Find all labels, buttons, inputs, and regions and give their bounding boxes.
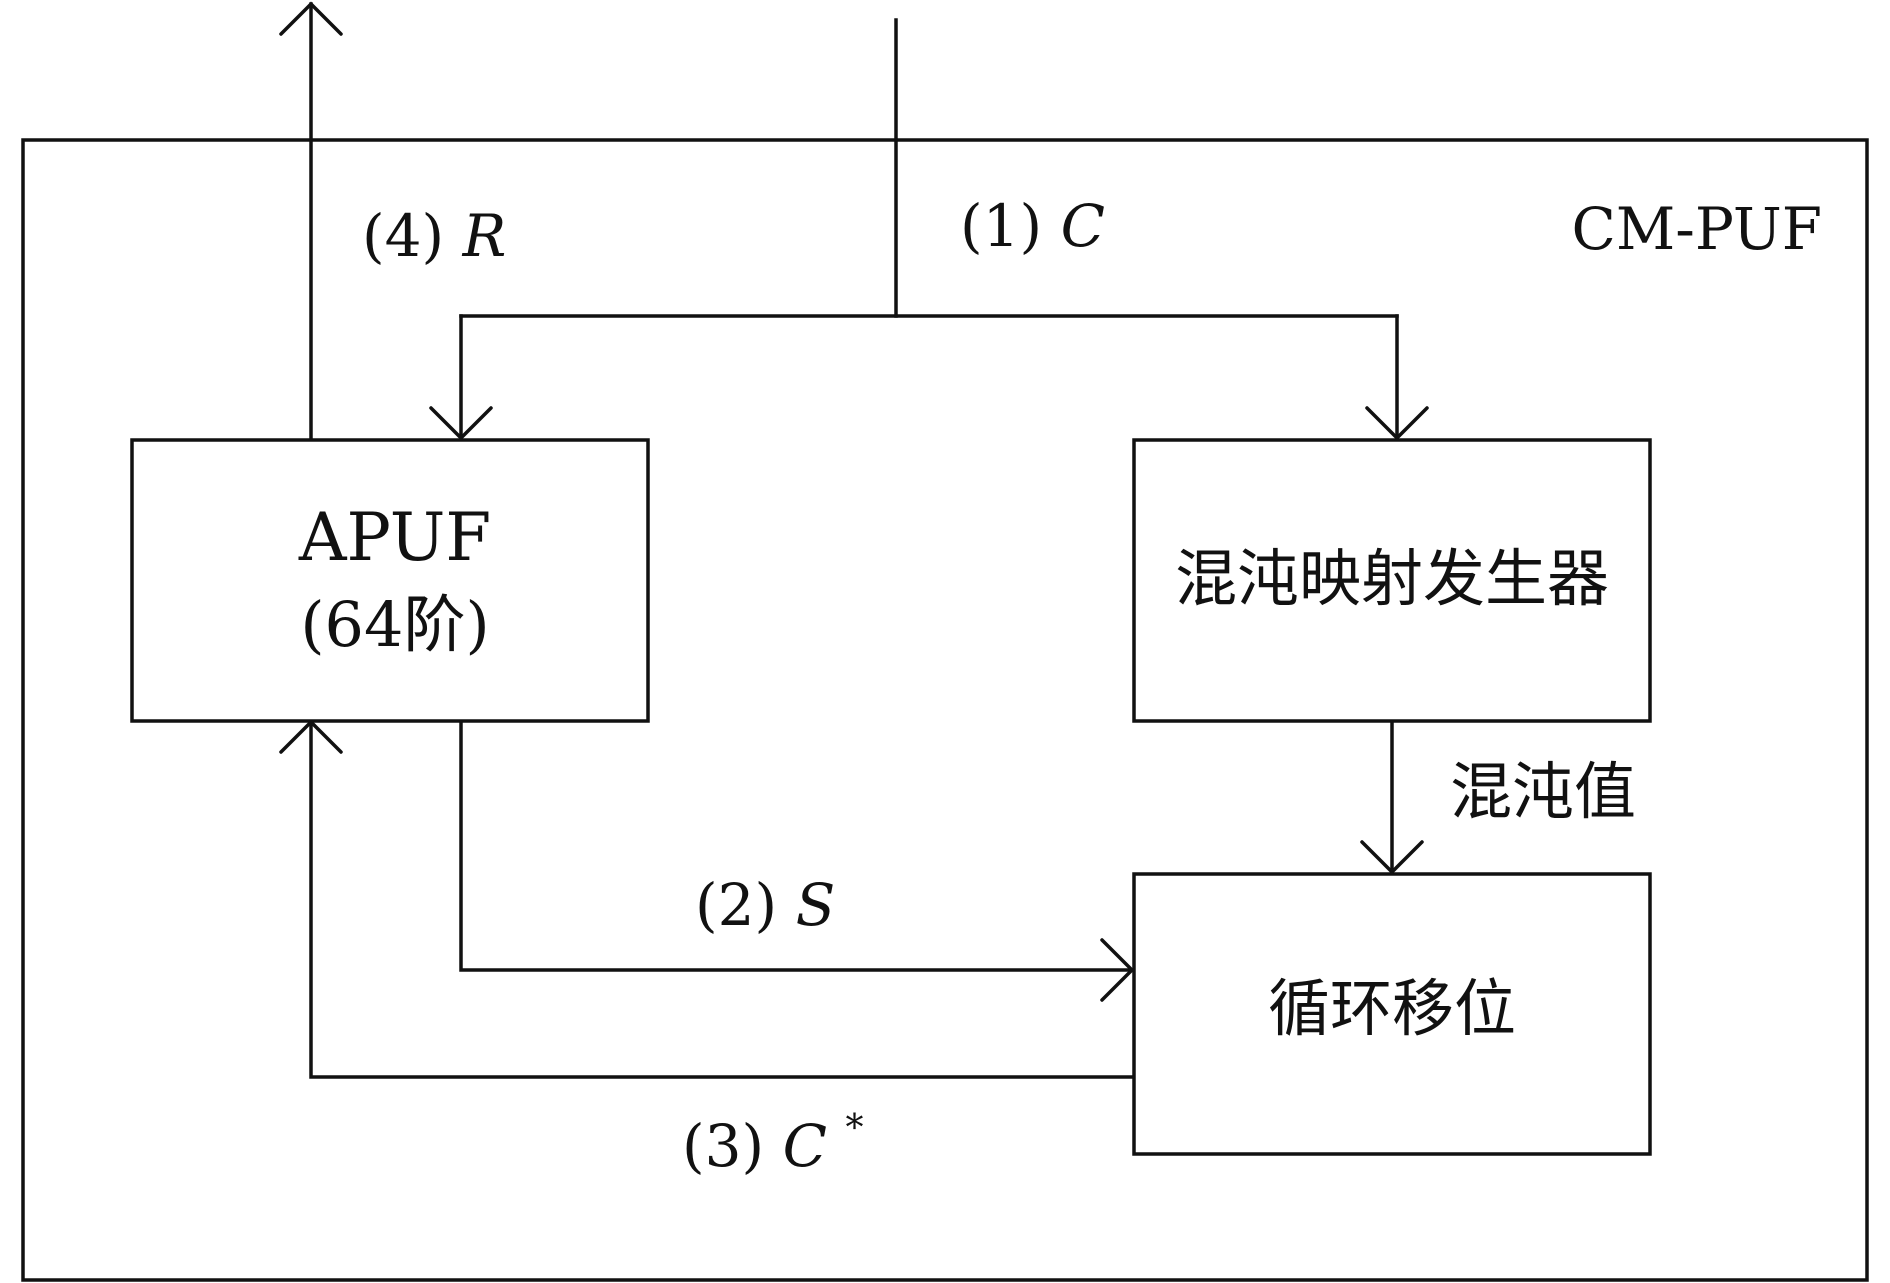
chaos-value-arrowhead: [1360, 840, 1424, 875]
response-output-arrowhead: [279, 1, 343, 36]
chaos-value-label: 混沌值: [1450, 755, 1636, 828]
s-label: (2) S: [695, 871, 835, 939]
response-symbol: R: [462, 202, 507, 270]
apuf-label: APUF: [298, 499, 491, 576]
apuf-block: [130, 438, 650, 723]
chaos-generator-block: [1132, 438, 1652, 723]
system-label: CM-PUF: [1572, 195, 1823, 263]
apuf-order-label: (64阶): [300, 588, 489, 661]
c-star-feedback-line: [309, 722, 1135, 1079]
s-signal-arrowhead: [1100, 938, 1135, 1002]
c-star-symbol: C: [783, 1112, 827, 1180]
c-star-label: (3) C *: [682, 1108, 863, 1180]
response-label: (4) R: [362, 202, 506, 270]
cyclic-shift-label: 循环移位: [1268, 972, 1516, 1045]
s-step: (2): [695, 871, 777, 939]
challenge-step: (1): [960, 192, 1042, 260]
cyclic-shift-block: [1132, 872, 1652, 1156]
challenge-label: (1) C: [960, 192, 1105, 260]
challenge-to-apuf-arrowhead: [429, 406, 493, 441]
chaos-generator-label: 混沌映射发生器: [1175, 542, 1609, 615]
s-symbol: S: [796, 871, 836, 939]
challenge-symbol: C: [1061, 192, 1105, 260]
c-star-superscript: *: [845, 1108, 863, 1149]
c-star-feedback-arrowhead: [279, 719, 343, 754]
c-star-step: (3): [682, 1112, 764, 1180]
challenge-to-chaos-arrowhead: [1365, 406, 1429, 441]
s-signal-line: [459, 720, 1134, 972]
response-step: (4): [362, 202, 444, 270]
